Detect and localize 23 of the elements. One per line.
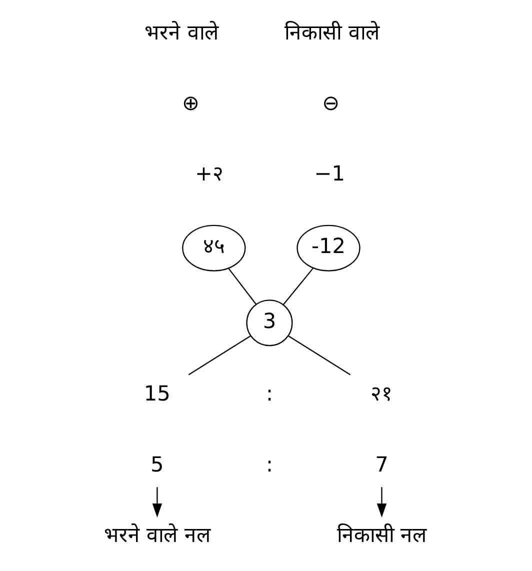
connector (283, 268, 314, 305)
node-ellipse: ४५ (182, 224, 246, 272)
label: : (266, 382, 273, 406)
node-text: भरने वाले नल (104, 522, 210, 547)
connector (188, 335, 251, 376)
label: +२ (195, 162, 224, 186)
node-text: २१ (370, 382, 393, 406)
node-text: 7 (375, 452, 388, 476)
label: ⊕ (182, 90, 200, 115)
arrow (152, 487, 162, 518)
label: ⊖ (322, 90, 340, 115)
label: −1 (314, 162, 346, 186)
node-ellipse: -12 (296, 224, 360, 272)
node-text: 15 (144, 382, 170, 406)
arrow (376, 487, 387, 518)
label: भरने वाले (144, 20, 218, 44)
connector (288, 335, 351, 376)
node-text: निकासी नल (336, 522, 427, 547)
connector (228, 268, 257, 305)
node-text: 5 (150, 452, 164, 476)
label: निकासी वाले (284, 20, 380, 44)
label: : (266, 452, 273, 476)
node-circle: 3 (246, 300, 293, 346)
